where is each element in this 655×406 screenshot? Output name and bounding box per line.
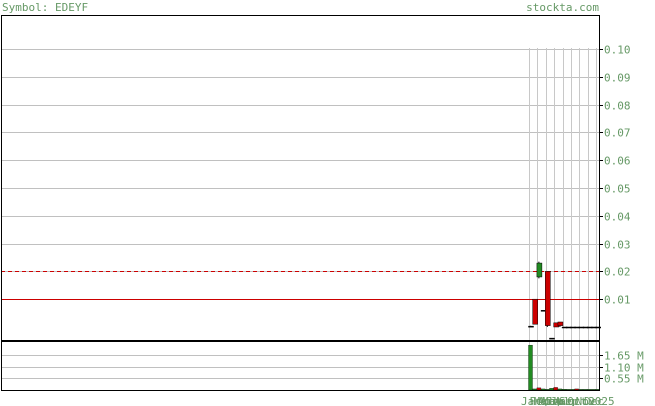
price-tick-label: 0.07	[604, 127, 631, 140]
price-tick-label: 0.03	[604, 239, 631, 252]
candles	[528, 261, 601, 340]
volume-bar	[532, 388, 537, 391]
x-axis-label: May	[542, 395, 562, 406]
volume-bar	[587, 389, 592, 391]
volume-bar	[536, 387, 542, 391]
volume-vertical-grid	[529, 341, 597, 390]
x-axis-label: 2025	[588, 395, 615, 406]
candle-body	[528, 325, 534, 328]
price-tick-label: 0.02	[604, 266, 631, 279]
volume-bar	[549, 388, 554, 391]
x-axis-label: Feb	[529, 395, 549, 406]
volume-bar	[582, 389, 588, 391]
candle-body	[549, 337, 555, 340]
candle-body	[532, 298, 538, 325]
x-axis-label: Jan	[521, 395, 541, 406]
price-tick-label: 0.05	[604, 183, 631, 196]
x-axis-label: Sep	[559, 395, 579, 406]
x-axis-label: Nov	[576, 395, 596, 406]
volume-bar	[540, 388, 546, 391]
volume-bar	[528, 344, 533, 391]
price-tick-label: 0.10	[604, 44, 631, 57]
volume-bar	[557, 388, 563, 391]
candle-body	[545, 271, 551, 326]
x-axis-label: Aug	[555, 395, 575, 406]
price-tick-label: 0.09	[604, 72, 631, 85]
volume-tick-label: 0.55 M	[604, 373, 644, 386]
site-label: stockta.com	[526, 1, 599, 14]
volume-bar	[553, 387, 558, 391]
x-axis-label: Jun	[546, 395, 566, 406]
price-tick-label: 0.08	[604, 100, 631, 113]
volume-bar	[574, 388, 579, 391]
volume-panel-frame	[1, 341, 600, 391]
x-axis-label: Oct	[567, 395, 587, 406]
price-tick-label: 0.04	[604, 211, 631, 224]
candle-body	[536, 262, 543, 278]
price-axis-ticks: 0.10 0.09 0.08 0.07 0.06 0.05 0.04 0.03 0.02 0.01	[599, 44, 631, 307]
candle-body	[557, 321, 564, 326]
volume-grid	[1, 355, 599, 379]
volume-bar	[561, 388, 567, 391]
x-axis-label: Jul	[550, 395, 570, 406]
volume-bar	[545, 389, 550, 391]
symbol-label: Symbol: EDEYF	[2, 1, 88, 14]
price-tick-label: 0.01	[604, 294, 631, 307]
volume-bar	[578, 389, 584, 391]
candle-body	[595, 326, 601, 329]
x-axis-label: Dec	[584, 395, 604, 406]
volume-bar	[591, 389, 596, 391]
price-panel-frame	[1, 15, 600, 341]
price-tick-label: 0.06	[604, 155, 631, 168]
volume-bar	[566, 389, 571, 391]
volume-tick-label: 1.65 M	[604, 350, 644, 363]
volume-axis-ticks: 1.65 M1.10 M0.55 M	[599, 350, 644, 386]
reference-lines	[1, 271, 599, 300]
x-axis-label: Mar	[534, 395, 554, 406]
x-axis-label: Apr	[538, 395, 558, 406]
volume-tick-label: 1.10 M	[604, 362, 644, 375]
volume-bar	[570, 389, 575, 391]
